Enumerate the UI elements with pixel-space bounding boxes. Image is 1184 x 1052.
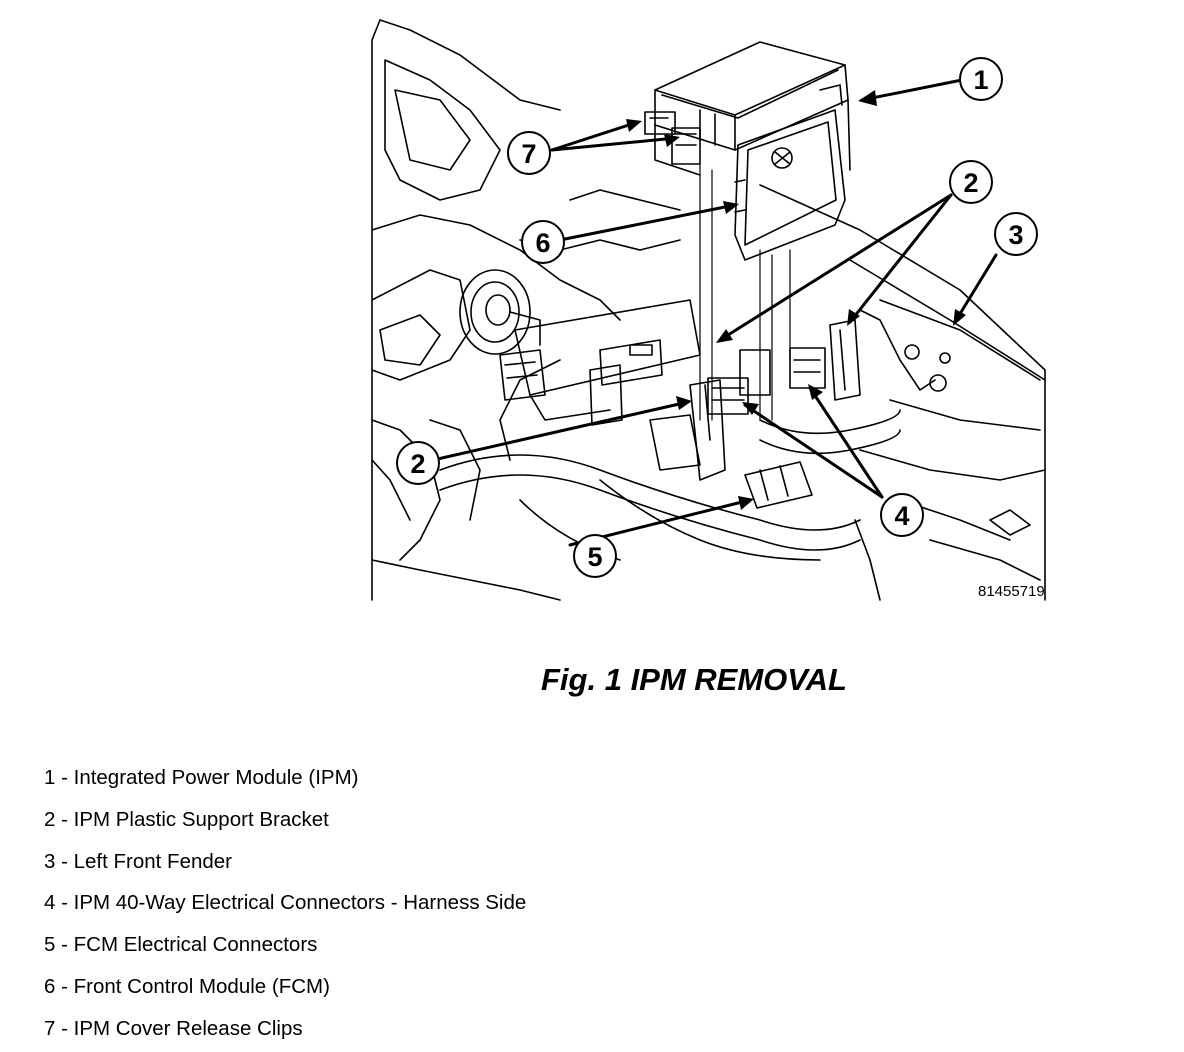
- figure-caption: Fig. 1 IPM REMOVAL: [541, 662, 847, 697]
- callout-1: 1: [973, 65, 988, 95]
- ipm-40-way-connectors: [707, 347, 826, 415]
- callout-3: 3: [1008, 220, 1023, 250]
- fcm-connectors: [744, 461, 813, 509]
- callout-2a: 2: [963, 168, 978, 198]
- legend-item: 3 - Left Front Fender: [44, 849, 233, 873]
- legend-item: 6 - Front Control Module (FCM): [44, 974, 330, 998]
- callout-arrowheads: [626, 90, 966, 510]
- callout-4: 4: [894, 501, 909, 531]
- wiring-harness: [439, 309, 947, 561]
- callout-7: 7: [521, 139, 536, 169]
- front-control-module: [734, 109, 846, 261]
- legend-item: 4 - IPM 40-Way Electrical Connectors - H…: [44, 891, 527, 915]
- callout-2b: 2: [410, 449, 425, 479]
- reservoir-cap: [459, 269, 541, 355]
- legend-item: 7 - IPM Cover Release Clips: [44, 1016, 303, 1040]
- left-front-fender: [759, 184, 1046, 601]
- integrated-power-module: [654, 41, 851, 176]
- legend-item: 2 - IPM Plastic Support Bracket: [44, 807, 329, 831]
- removal-guide-lines: [699, 164, 791, 421]
- callout-6: 6: [535, 228, 550, 258]
- ipm-cover-release-clips: [644, 111, 701, 165]
- callout-5: 5: [587, 542, 602, 572]
- legend-list: 1 - Integrated Power Module (IPM) 2 - IP…: [44, 757, 526, 1050]
- legend-item: 1 - Integrated Power Module (IPM): [44, 766, 359, 789]
- base-bracket-assembly: [499, 299, 701, 426]
- legend-item: 5 - FCM Electrical Connectors: [44, 933, 318, 957]
- ipm-removal-illustration: 1 2 2 3 4 5 6 7: [371, 19, 1046, 601]
- figure-id: 81455719: [978, 583, 1045, 600]
